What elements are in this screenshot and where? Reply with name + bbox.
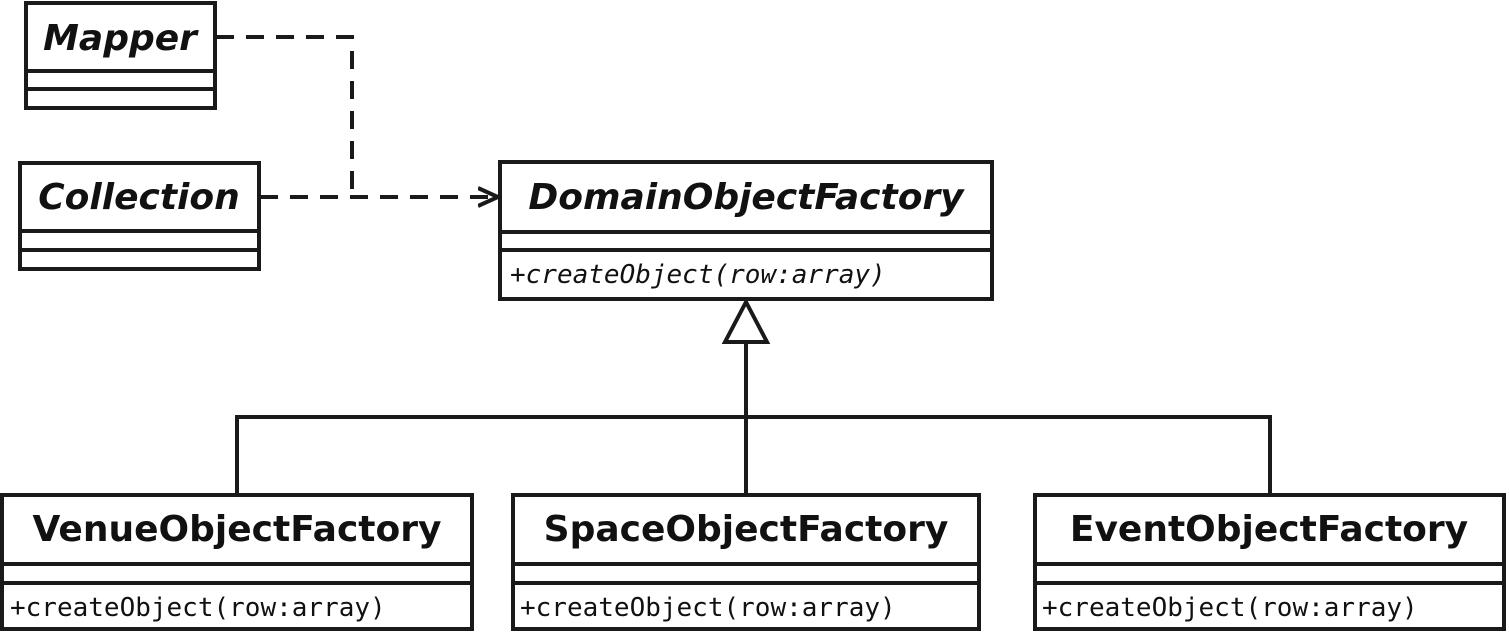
operation-create-object: +createObject(row:array)	[510, 260, 886, 290]
class-name-domain-object-factory: DomainObjectFactory	[528, 177, 965, 218]
class-domain-object-factory: DomainObjectFactory +createObject(row:ar…	[498, 160, 994, 301]
class-name-event-object-factory: EventObjectFactory	[1070, 509, 1468, 550]
class-name-collection: Collection	[38, 177, 240, 218]
class-venue-object-factory: VenueObjectFactory +createObject(row:arr…	[0, 493, 474, 631]
class-name-venue-object-factory: VenueObjectFactory	[33, 509, 442, 550]
class-space-object-factory: SpaceObjectFactory +createObject(row:arr…	[511, 493, 981, 631]
operation-create-object: +createObject(row:array)	[520, 593, 896, 623]
operation-create-object: +createObject(row:array)	[10, 593, 386, 623]
class-mapper: Mapper	[24, 1, 217, 110]
class-name-space-object-factory: SpaceObjectFactory	[544, 509, 949, 550]
class-event-object-factory: EventObjectFactory +createObject(row:arr…	[1033, 493, 1506, 631]
class-name-mapper: Mapper	[43, 18, 199, 59]
dependency-edge-mapper	[216, 35, 354, 197]
generalization-edge-event	[746, 415, 1272, 495]
operation-create-object: +createObject(row:array)	[1042, 593, 1418, 623]
class-collection: Collection	[18, 161, 261, 271]
generalization-triangle-icon	[721, 297, 771, 344]
generalization-edge-venue	[235, 415, 746, 495]
